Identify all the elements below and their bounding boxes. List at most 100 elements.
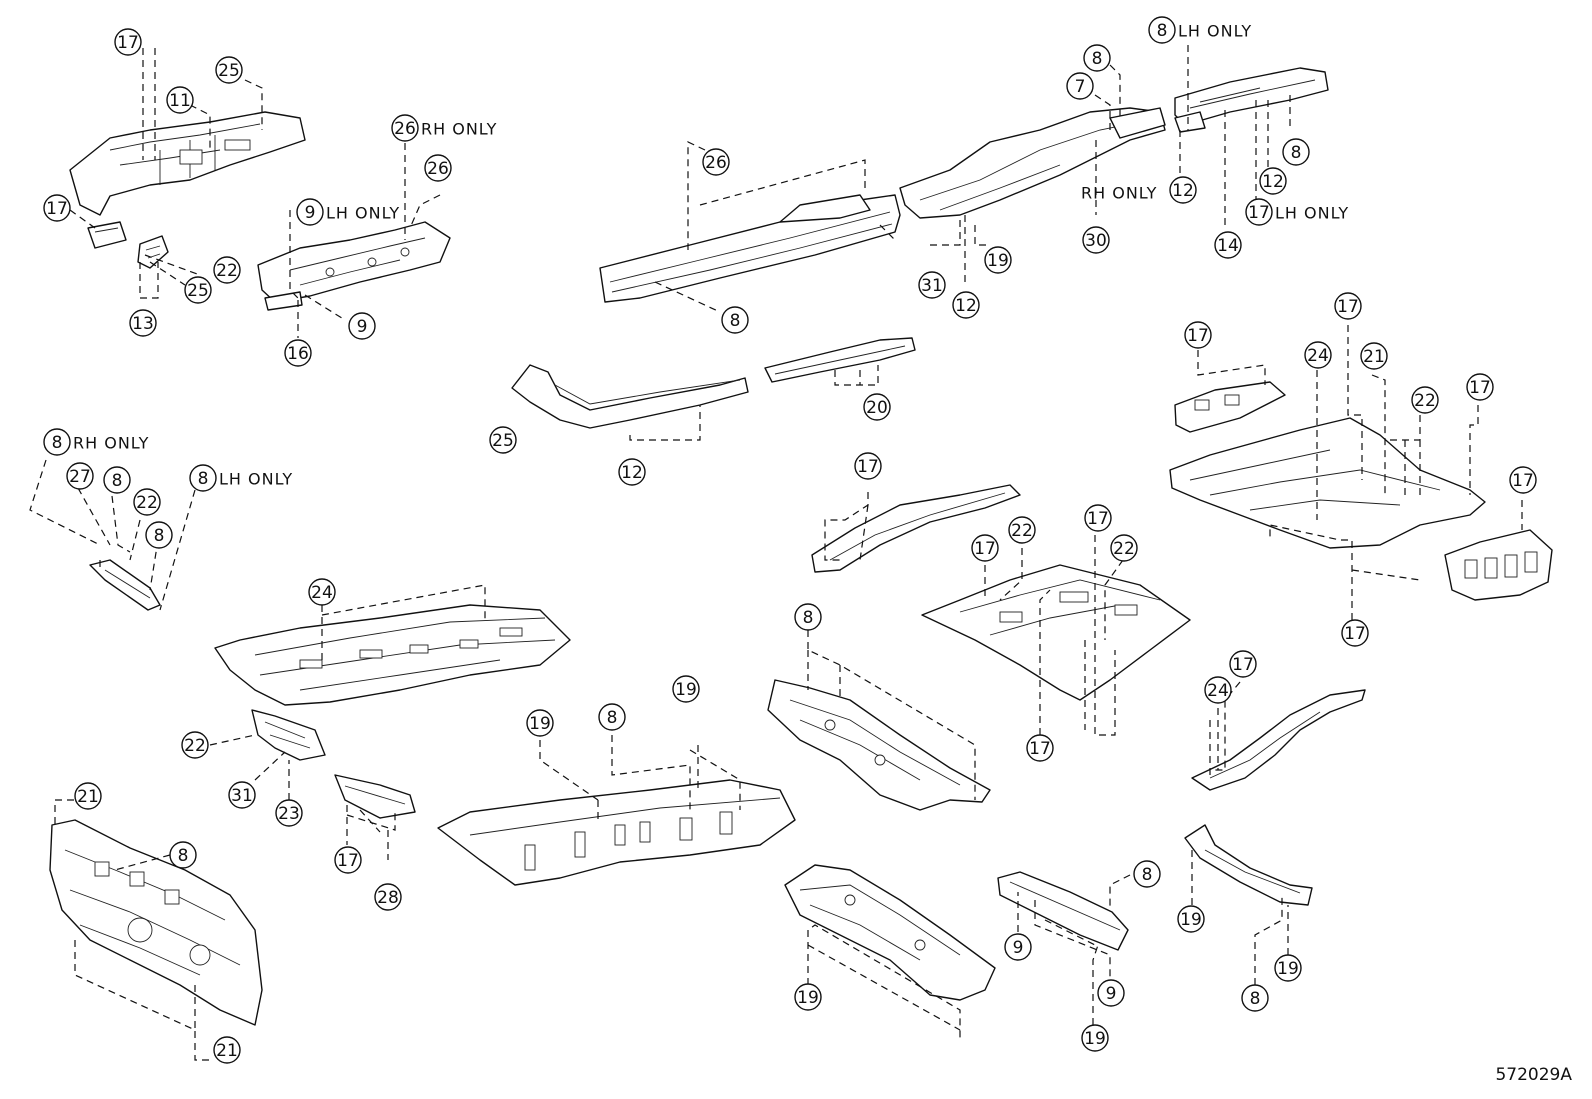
callout-number: 8 — [803, 608, 814, 628]
callout-21[interactable]: 21 — [74, 782, 102, 810]
small-bracket — [137, 235, 169, 269]
callout-8[interactable]: 8 — [1241, 984, 1269, 1012]
callout-25[interactable]: 25 — [184, 276, 212, 304]
callout-22[interactable]: 22 — [213, 256, 241, 284]
callout-circle — [1360, 342, 1388, 370]
callout-circle — [145, 521, 173, 549]
callout-17[interactable]: 17 — [1229, 650, 1257, 678]
callout-14[interactable]: 14 — [1214, 231, 1242, 259]
callout-8[interactable]: 8 — [145, 521, 173, 549]
callout-8[interactable]: 8 — [598, 703, 626, 731]
callout-8[interactable]: 8 — [1282, 138, 1310, 166]
callout-19[interactable]: 19 — [1081, 1024, 1109, 1052]
callout-circle — [1026, 734, 1054, 762]
callout-11[interactable]: 11 — [166, 86, 194, 114]
callout-24[interactable]: 24 — [1304, 341, 1332, 369]
callout-circle — [348, 312, 376, 340]
callout-circle — [114, 28, 142, 56]
callout-8[interactable]: 8 — [169, 841, 197, 869]
callout-8[interactable]: 8 — [1133, 860, 1161, 888]
callout-circle — [275, 799, 303, 827]
callout-8[interactable]: 8 — [721, 306, 749, 334]
callout-27[interactable]: 27 — [66, 462, 94, 490]
callout-22[interactable]: 22 — [133, 488, 161, 516]
callout-17[interactable]: 17 — [971, 534, 999, 562]
callout-17[interactable]: 17 — [1084, 504, 1112, 532]
callout-19[interactable]: 19 — [672, 675, 700, 703]
front-floor-side-member — [784, 864, 996, 1001]
callout-12[interactable]: 12 — [1259, 167, 1287, 195]
callout-17[interactable]: 17 — [1334, 292, 1362, 320]
callout-17[interactable]: 17 — [43, 194, 71, 222]
callout-8[interactable]: 8 — [1083, 44, 1111, 72]
callout-8[interactable]: 8 — [794, 603, 822, 631]
callout-17[interactable]: 17 — [1466, 373, 1494, 401]
callout-12[interactable]: 12 — [952, 291, 980, 319]
callout-22[interactable]: 22 — [1411, 386, 1439, 414]
callout-8[interactable]: 8 — [103, 466, 131, 494]
callout-17[interactable]: 17 — [114, 28, 142, 56]
callout-note: RH ONLY — [421, 120, 497, 139]
callout-12[interactable]: 12 — [1169, 176, 1197, 204]
callout-25[interactable]: 25 — [215, 56, 243, 84]
callout-12[interactable]: 12 — [618, 458, 646, 486]
callout-circle — [794, 983, 822, 1011]
callout-circle — [1004, 933, 1032, 961]
callout-number: 19 — [1277, 959, 1299, 979]
callout-9[interactable]: 9 — [1004, 933, 1032, 961]
callout-24[interactable]: 24 — [308, 578, 336, 606]
callout-22[interactable]: 22 — [181, 731, 209, 759]
callout-26[interactable]: 26 — [424, 154, 452, 182]
callout-13[interactable]: 13 — [129, 309, 157, 337]
callout-19[interactable]: 19 — [1177, 905, 1205, 933]
callout-number: 11 — [169, 91, 191, 111]
callout-7[interactable]: 7 — [1066, 72, 1094, 100]
callout-number: 25 — [218, 61, 240, 81]
callout-17[interactable]: 17 — [1026, 734, 1054, 762]
callout-circle — [284, 339, 312, 367]
callout-number: 8 — [1291, 143, 1302, 163]
callout-circle — [1083, 44, 1111, 72]
callout-19[interactable]: 19 — [526, 709, 554, 737]
callout-25[interactable]: 25 — [489, 426, 517, 454]
callout-17[interactable]: 17 — [1341, 619, 1369, 647]
callout-9[interactable]: 9 — [348, 312, 376, 340]
front-side-member — [899, 107, 1166, 219]
callout-28[interactable]: 28 — [374, 883, 402, 911]
callout-23[interactable]: 23 — [275, 799, 303, 827]
callout-circle — [308, 578, 336, 606]
callout-17[interactable]: 17 — [1509, 466, 1537, 494]
callout-19[interactable]: 19 — [984, 246, 1012, 274]
callout-number: 8 — [198, 469, 209, 489]
callout-circle — [1169, 176, 1197, 204]
callout-circle — [129, 309, 157, 337]
callout-number: 19 — [529, 714, 551, 734]
callout-17[interactable]: 17 — [854, 452, 882, 480]
callout-19[interactable]: 19 — [794, 983, 822, 1011]
callout-22[interactable]: 22 — [1008, 516, 1036, 544]
callout-31[interactable]: 31 — [228, 781, 256, 809]
callout-22[interactable]: 22 — [1110, 534, 1138, 562]
rear-floor-crossmember — [1184, 824, 1313, 906]
callout-21[interactable]: 21 — [1360, 342, 1388, 370]
callout-circle — [74, 782, 102, 810]
callout-17[interactable]: 17 — [1184, 321, 1212, 349]
callout-24[interactable]: 24 — [1204, 676, 1232, 704]
callout-9[interactable]: 9 — [1097, 979, 1125, 1007]
callout-26[interactable]: 26 — [702, 148, 730, 176]
callout-16[interactable]: 16 — [284, 339, 312, 367]
callout-19[interactable]: 19 — [1274, 954, 1302, 982]
cowl-side-assembly — [69, 111, 306, 249]
callout-20[interactable]: 20 — [863, 393, 891, 421]
callout-circle — [213, 1036, 241, 1064]
callout-21[interactable]: 21 — [213, 1036, 241, 1064]
callout-31[interactable]: 31 — [918, 271, 946, 299]
callout-17[interactable]: 17 — [334, 846, 362, 874]
